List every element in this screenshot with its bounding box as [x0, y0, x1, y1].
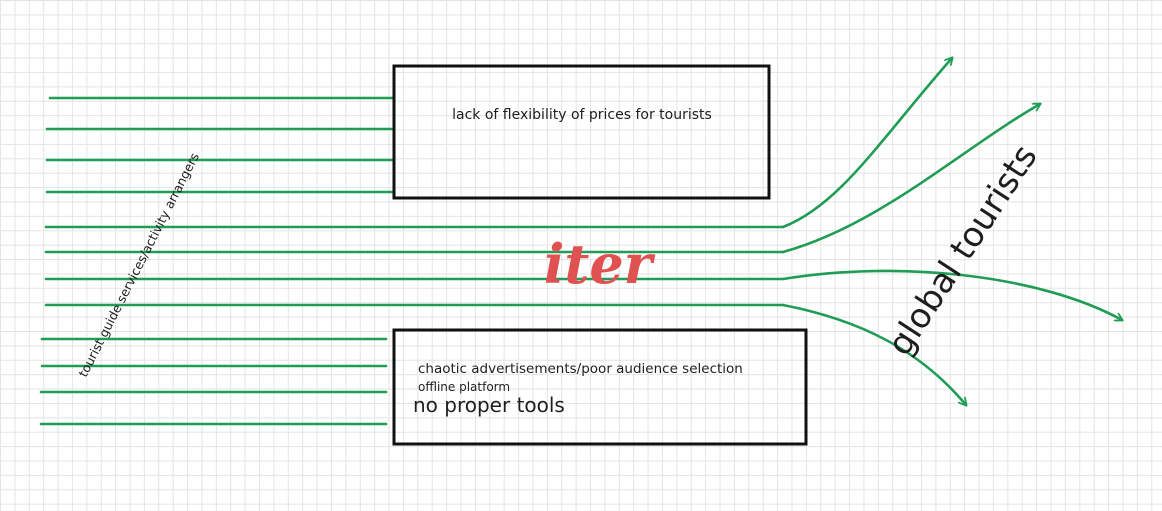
top-box-text: lack of flexibility of prices for touris…: [452, 107, 712, 123]
bottom-problem-box: [392, 328, 808, 446]
flow-arrow: [781, 58, 952, 229]
top-problem-box: [392, 64, 771, 200]
top-input-lines: [45, 96, 396, 194]
flow-arrow: [781, 303, 966, 405]
output-arrows: [781, 58, 1122, 405]
bottom-input-lines: [39, 337, 388, 426]
left-label: tourist guide services/activity arranger…: [75, 150, 202, 379]
middle-flow-lines: [44, 225, 785, 307]
flow-arrow: [781, 269, 1122, 320]
right-label: global tourists: [880, 138, 1046, 363]
bottom-box-line-1: chaotic advertisements/poor audience sel…: [418, 361, 743, 377]
brand-logo: iter: [544, 232, 656, 296]
bottom-box-line-2: offline platform: [418, 380, 510, 394]
flow-arrow: [781, 104, 1040, 254]
bottom-box-line-3: no proper tools: [413, 393, 565, 417]
